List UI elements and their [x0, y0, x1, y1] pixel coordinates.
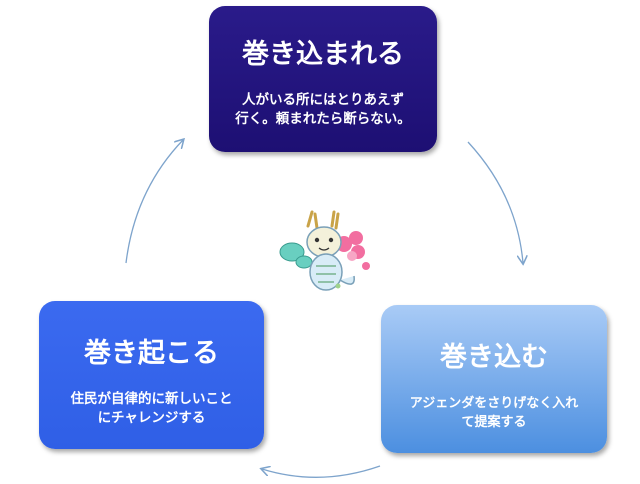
node-makikomu: 巻き込む アジェンダをさりげなく入れ て提案する — [381, 305, 607, 453]
node-makiokoru: 巻き起こる 住民が自律的に新しいこと にチャレンジする — [39, 301, 264, 449]
node-description-line: て提案する — [461, 415, 527, 430]
arrow-left-to-top — [125, 140, 183, 264]
node-title: 巻き込む — [440, 342, 548, 373]
node-description-line: 行く。頼まれたら断らない。 — [235, 111, 411, 127]
node-makikomareru: 巻き込まれる 人がいる所にはとりあえず 行く。頼まれたら断らない。 — [209, 6, 437, 152]
node-title: 巻き込まれる — [242, 39, 404, 70]
node-description: 人がいる所にはとりあえず 行く。頼まれたら断らない。 — [209, 91, 437, 129]
node-description: 住民が自律的に新しいこと にチャレンジする — [39, 390, 264, 428]
arrow-top-to-right — [467, 141, 523, 263]
node-description-line: 人がいる所にはとりあえず — [242, 92, 404, 108]
arrow-right-to-left — [262, 465, 381, 478]
node-description-line: 住民が自律的に新しいこと — [70, 391, 233, 407]
node-title: 巻き起こる — [84, 338, 219, 369]
node-description: アジェンダをさりげなく入れ て提案する — [381, 394, 607, 432]
node-description-line: にチャレンジする — [97, 410, 206, 426]
node-description-line: アジェンダをさりげなく入れ — [409, 396, 579, 411]
dragon-mascot-icon — [279, 210, 370, 291]
